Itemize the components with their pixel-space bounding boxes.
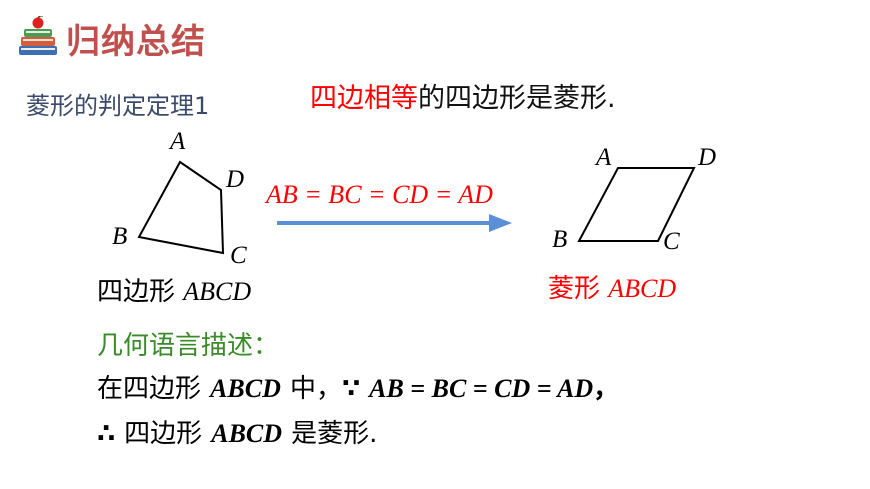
books-apple-icon (19, 16, 57, 55)
arrow-head (489, 214, 512, 232)
theorem-label: 菱形的判定定理1 (26, 92, 210, 120)
statement-rest: 的四边形是菱形. (418, 83, 616, 114)
rhombus-shape (577, 167, 696, 242)
theorem-statement: 四边相等的四边形是菱形. (310, 76, 616, 115)
point-a-right: A (596, 144, 612, 171)
point-b-left: B (112, 223, 128, 250)
statement-highlight: 四边相等 (310, 83, 418, 114)
rhombus-caption: 菱形 ABCD (548, 274, 677, 304)
point-b-right: B (552, 226, 568, 253)
point-d-left: D (226, 166, 245, 193)
page-title: 归纳总结 (66, 22, 206, 62)
description-title: 几何语言描述： (97, 331, 280, 361)
point-d-right: D (698, 144, 717, 171)
point-a-left: A (170, 128, 186, 155)
proof-line-1: 在四边形 ABCD 中，∵ AB = BC = CD = AD， (97, 374, 620, 404)
quadrilateral-shape (137, 160, 225, 255)
point-c-right: C (663, 228, 680, 255)
quadrilateral-caption: 四边形 ABCD (97, 277, 252, 307)
proof-line-2: ∴ 四边形 ABCD 是菱形. (97, 419, 378, 449)
point-c-left: C (230, 242, 247, 269)
arrow-condition: AB = BC = CD = AD (266, 180, 493, 209)
